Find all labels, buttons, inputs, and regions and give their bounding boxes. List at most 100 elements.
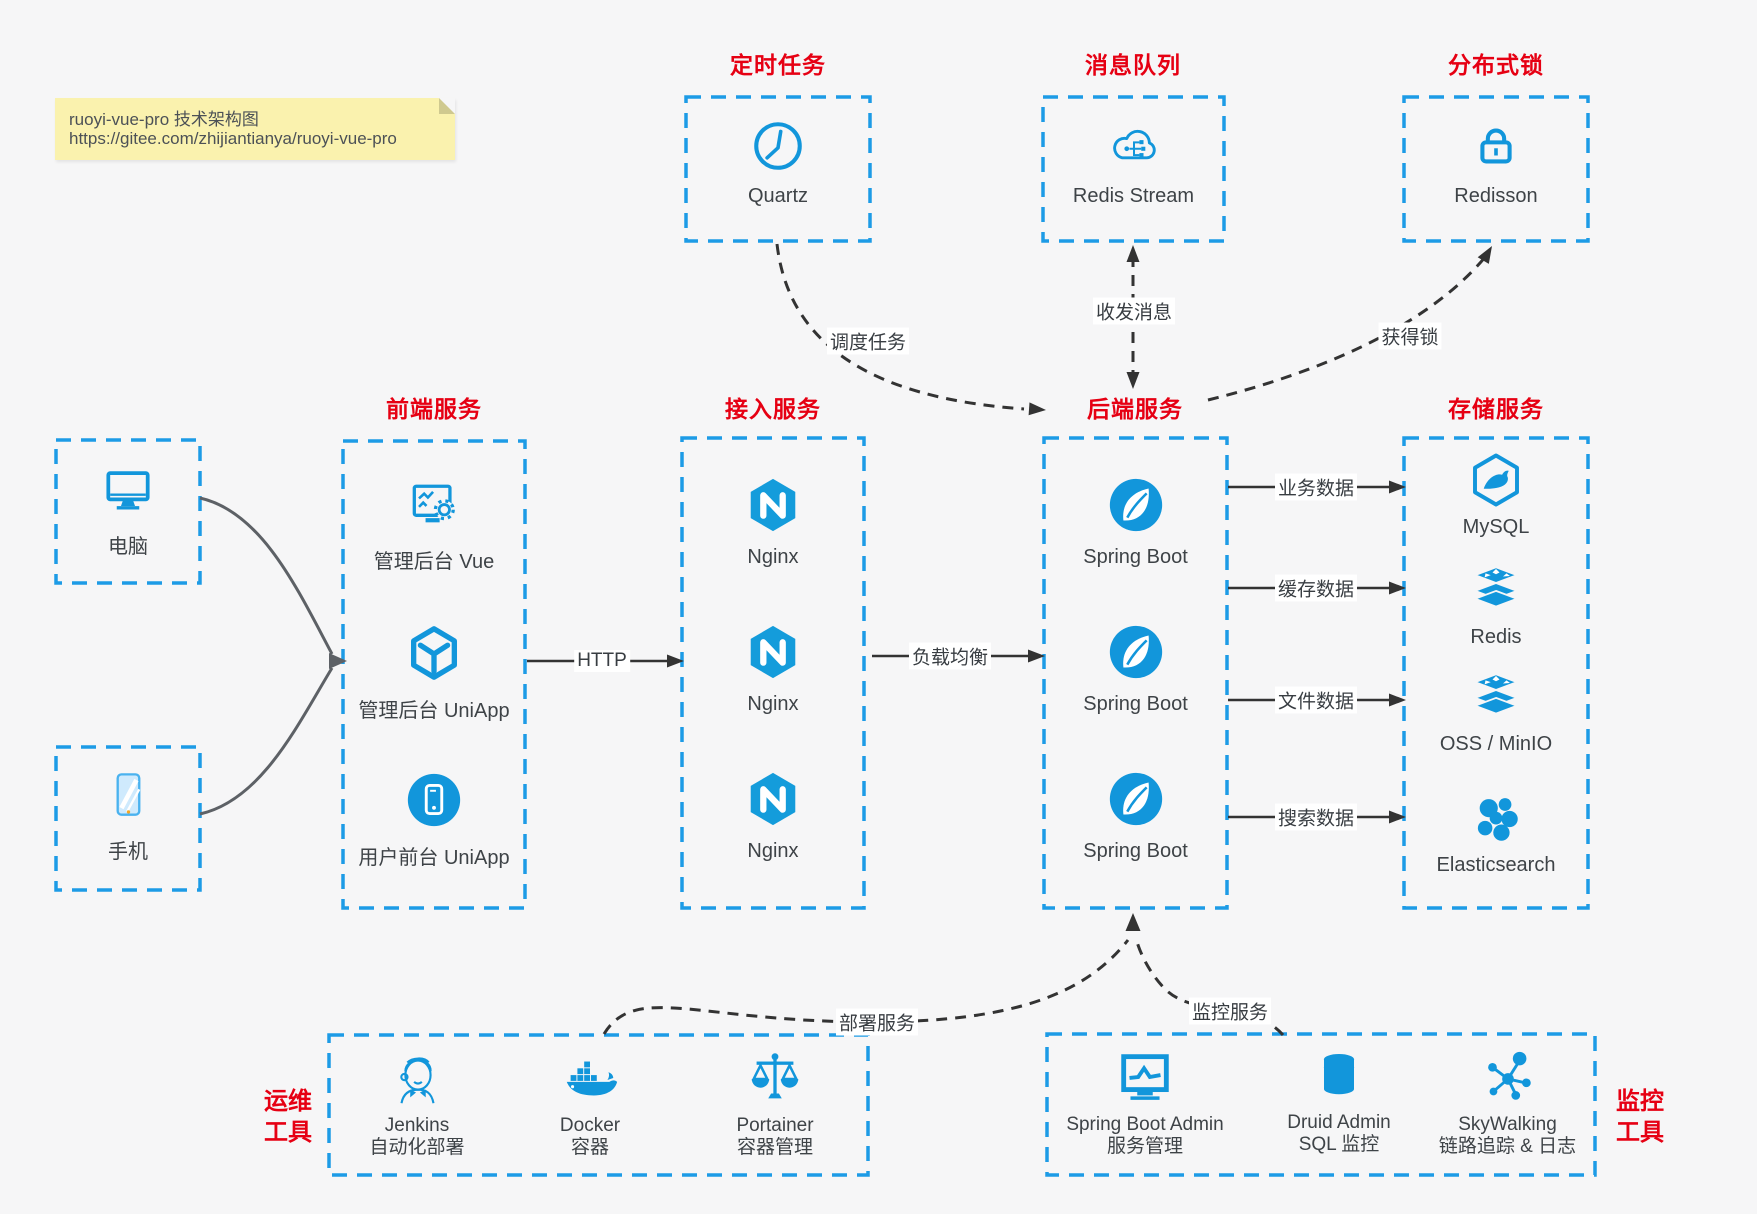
- mq-cluster: Redis Stream: [1043, 97, 1224, 241]
- node-label: Spring Boot: [1083, 693, 1188, 715]
- gateway-cluster: Nginx Nginx Nginx: [682, 438, 864, 908]
- elasticsearch-icon: [1477, 798, 1518, 841]
- skywalking-icon: [1487, 1051, 1531, 1100]
- node-label: Spring Boot: [1083, 546, 1188, 568]
- schedule-label: 调度任务: [826, 327, 910, 355]
- oss-stack-icon: [1472, 673, 1520, 715]
- springboot-icon: [1109, 478, 1162, 532]
- client-arrows: [199, 496, 334, 816]
- uniapp-cube-icon: [410, 626, 458, 680]
- jenkins-node: Jenkins 自动化部署: [337, 1047, 497, 1159]
- dashed-boxes: [54, 95, 1597, 1177]
- phone-node: 手机: [56, 765, 200, 864]
- node-label: MySQL: [1462, 516, 1530, 538]
- lock-cluster: Redisson: [1404, 97, 1588, 241]
- backend-cluster: Spring Boot Spring Boot Spring Boot: [1044, 438, 1227, 908]
- docker-icon: [566, 1061, 618, 1096]
- file-data-label: 文件数据: [1274, 686, 1358, 714]
- business-data-label: 业务数据: [1274, 473, 1358, 501]
- portainer-icon: [751, 1053, 799, 1099]
- node-label: Redis Stream: [1072, 185, 1195, 207]
- sba-icon: [1121, 1054, 1169, 1100]
- docker-node: Docker 容器: [510, 1047, 670, 1159]
- node-label: 手机: [108, 841, 148, 863]
- frontend-title: 前端服务: [386, 396, 482, 422]
- node-label: 管理后台 UniApp: [358, 700, 510, 722]
- scheduler-box: [684, 95, 872, 243]
- frontend-box: [341, 439, 527, 910]
- user-uniapp-node: 用户前台 UniApp: [343, 769, 525, 870]
- node-label: Druid Admin: [1287, 1112, 1391, 1133]
- solid-arrowheads: [667, 480, 1406, 824]
- redis-stack-icon: [1472, 566, 1520, 608]
- node-label: Nginx: [747, 840, 799, 862]
- phone-to-frontend-arrow: [199, 667, 334, 816]
- node-sublabel: 容器: [570, 1137, 609, 1158]
- elasticsearch-node: Elasticsearch: [1404, 790, 1588, 877]
- sticky-note-fold-icon: [439, 98, 455, 114]
- mq-title: 消息队列: [1085, 52, 1181, 78]
- schedule-arrow: [775, 243, 1025, 411]
- springboot-node: Spring Boot: [1044, 768, 1227, 863]
- node-label: Redis: [1470, 626, 1522, 648]
- redisson-node: Redisson: [1404, 117, 1588, 208]
- node-sublabel: 链路追踪 & 日志: [1438, 1136, 1577, 1157]
- node-sublabel: SQL 监控: [1298, 1134, 1380, 1155]
- monitoring-label: 监控服务: [1188, 997, 1272, 1025]
- mysql-node: MySQL: [1404, 452, 1588, 539]
- deploy-label: 部署服务: [835, 1008, 919, 1036]
- scheduler-title: 定时任务: [730, 52, 826, 78]
- node-label: Jenkins: [384, 1115, 450, 1136]
- node-label: Spring Boot Admin: [1066, 1114, 1224, 1135]
- skywalking-node: SkyWalking 链路追踪 & 日志: [1395, 1046, 1620, 1158]
- note-title: ruoyi-vue-pro 技术架构图: [69, 110, 259, 129]
- storage-cluster: MySQL Redis OSS / MinIO: [1404, 438, 1588, 908]
- quartz-node: Quartz: [686, 117, 870, 208]
- node-label: SkyWalking: [1458, 1114, 1557, 1135]
- lock-icon: [1480, 128, 1512, 164]
- ops-cluster: Jenkins 自动化部署 Docker 容器: [329, 1035, 868, 1175]
- get-lock-arrow: [1207, 255, 1488, 402]
- portainer-node: Portainer 容器管理: [695, 1047, 855, 1159]
- note-url: https://gitee.com/zhijiantianya/ruoyi-vu…: [69, 129, 397, 148]
- oss-minio-node: OSS / MinIO: [1404, 669, 1588, 756]
- sticky-note: ruoyi-vue-pro 技术架构图 https://gitee.com/zh…: [55, 98, 455, 160]
- redis-stream-node: Redis Stream: [1043, 117, 1224, 208]
- monitor-side-title: 监控 工具: [1616, 1088, 1664, 1146]
- cache-data-label: 缓存数据: [1274, 574, 1358, 602]
- desktop-icon: [106, 471, 150, 510]
- node-label: Nginx: [747, 546, 799, 568]
- springboot-node: Spring Boot: [1044, 621, 1227, 716]
- admin-uniapp-node: 管理后台 UniApp: [343, 622, 525, 723]
- lock-box: [1402, 95, 1590, 243]
- node-label: Nginx: [747, 693, 799, 715]
- jenkins-icon: [400, 1057, 435, 1104]
- pc-box: [54, 438, 202, 585]
- ops-box: [327, 1033, 870, 1177]
- pc-cluster: 电脑: [56, 440, 200, 583]
- mq-box: [1041, 95, 1226, 243]
- monitor-box: [1045, 1032, 1597, 1177]
- node-label: Quartz: [747, 185, 809, 207]
- sba-node: Spring Boot Admin 服务管理: [1040, 1046, 1250, 1158]
- user-uniapp-icon: [407, 773, 461, 827]
- node-label: 用户前台 UniApp: [358, 847, 510, 869]
- nginx-icon: [750, 772, 796, 826]
- cloud-stream-icon: [1112, 129, 1156, 160]
- nginx-node: Nginx: [682, 621, 864, 716]
- pc-node: 电脑: [56, 460, 200, 559]
- dashed-arrowheads: [1028, 245, 1492, 931]
- node-label: Elasticsearch: [1436, 854, 1556, 876]
- scheduler-cluster: Quartz: [686, 97, 870, 241]
- mysql-icon: [1473, 453, 1519, 507]
- pc-to-frontend-arrow: [199, 496, 334, 655]
- druid-node: Druid Admin SQL 监控: [1254, 1046, 1424, 1156]
- phone-box: [54, 745, 202, 892]
- nginx-node: Nginx: [682, 474, 864, 569]
- ops-side-title: 运维 工具: [264, 1088, 312, 1146]
- node-label: Spring Boot: [1083, 840, 1188, 862]
- admin-vue-icon: [412, 484, 455, 523]
- storage-title: 存储服务: [1448, 396, 1544, 422]
- node-label: 管理后台 Vue: [373, 551, 495, 573]
- nginx-icon: [750, 625, 796, 679]
